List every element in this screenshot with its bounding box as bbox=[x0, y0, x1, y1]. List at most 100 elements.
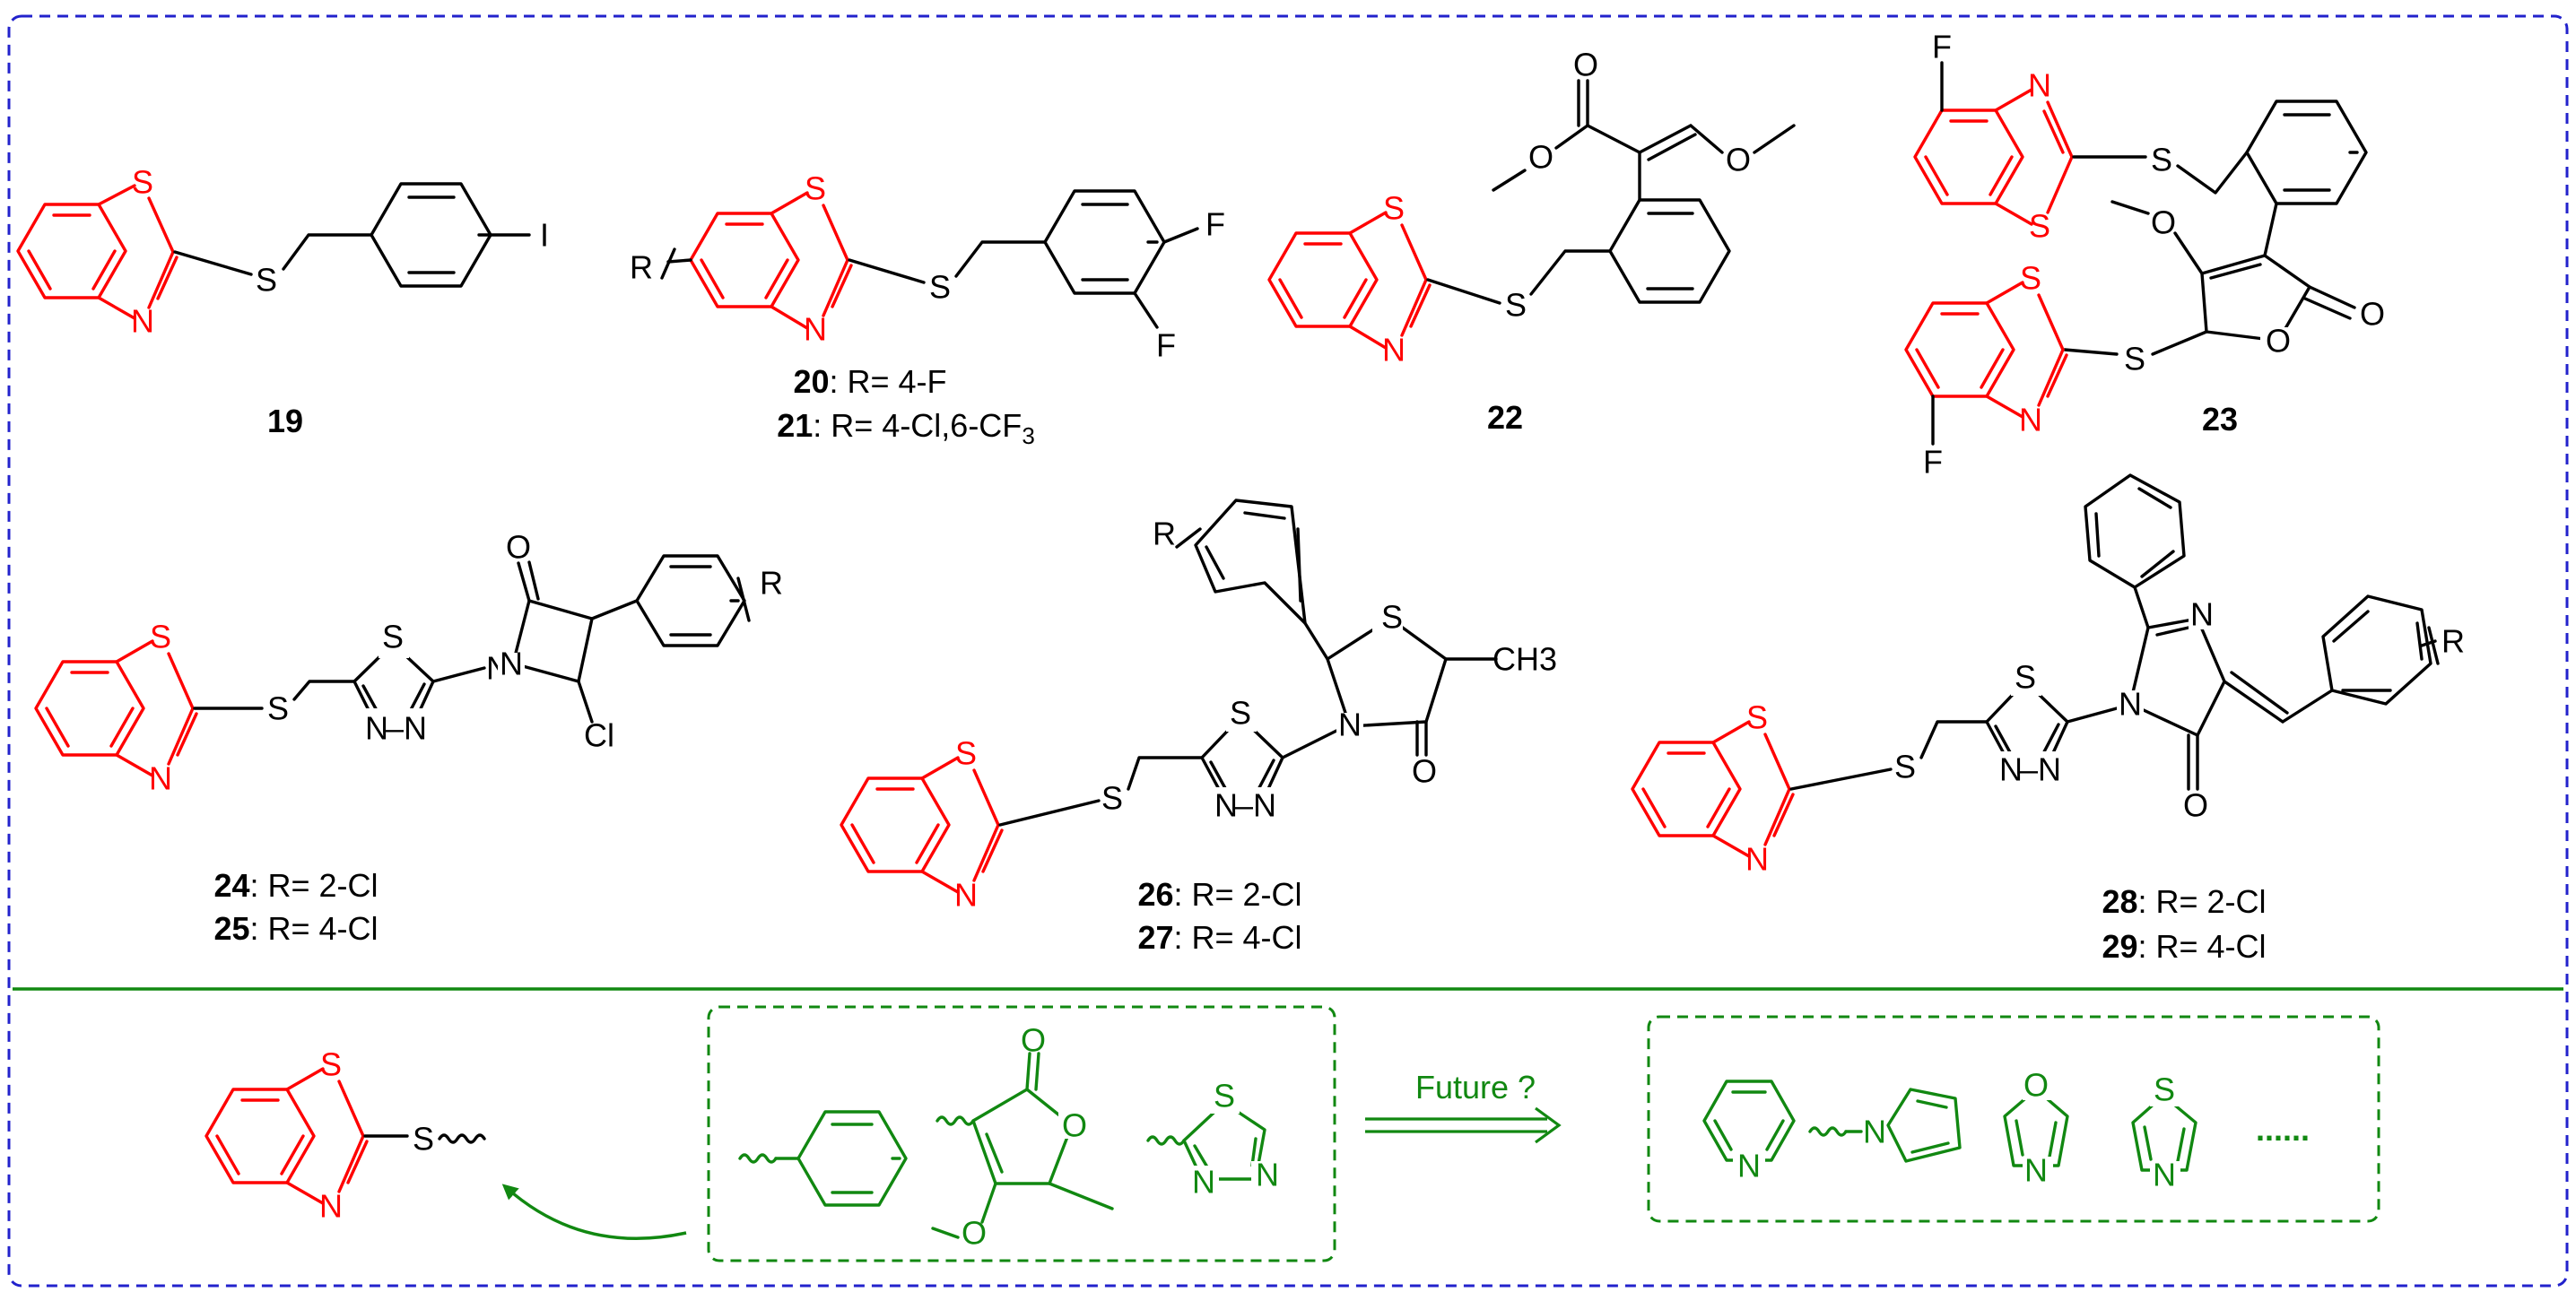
atom-n: N bbox=[1737, 1148, 1761, 1184]
compound-20-21: S N R S F F 20: R= 4-F 21: R= 4-Cl,6-CF3 bbox=[630, 170, 1225, 450]
compound-label-line1: 20: R= 4-F bbox=[793, 363, 946, 400]
atom-s: S bbox=[382, 619, 404, 655]
atom-s: S bbox=[2154, 1071, 2175, 1108]
atom-r: R bbox=[630, 249, 653, 286]
atom-n: N bbox=[500, 646, 523, 682]
atom-o: O bbox=[2360, 296, 2385, 333]
atom-f: F bbox=[1205, 206, 1225, 243]
atom-n: N bbox=[149, 760, 172, 797]
atom-n: N bbox=[1382, 332, 1405, 369]
svg-text:–: – bbox=[1235, 787, 1253, 824]
atom-n: N bbox=[404, 710, 427, 747]
atom-s: S bbox=[2124, 341, 2145, 377]
atom-s: S bbox=[1101, 780, 1123, 817]
atom-s: S bbox=[413, 1121, 434, 1158]
atom-o: O bbox=[2266, 323, 2291, 360]
svg-text:–: – bbox=[2020, 751, 2038, 788]
atom-n: N bbox=[2190, 596, 2214, 633]
atom-s: S bbox=[320, 1046, 342, 1083]
atom-s: S bbox=[2029, 208, 2050, 245]
atom-n: N bbox=[2024, 1152, 2048, 1189]
atom-o: O bbox=[2023, 1067, 2049, 1104]
atom-i: I bbox=[540, 217, 549, 254]
atom-s: S bbox=[256, 262, 277, 299]
atom-s: S bbox=[1746, 699, 1768, 736]
atom-s: S bbox=[2151, 142, 2172, 178]
atom-n: N bbox=[1214, 787, 1238, 824]
atom-s: S bbox=[267, 690, 289, 727]
benzothiazole-core: S N bbox=[16, 164, 178, 340]
atom-s: S bbox=[929, 269, 951, 306]
compound-label: 22 bbox=[1487, 399, 1523, 436]
atom-f: F bbox=[1156, 327, 1176, 364]
atom-n: N bbox=[2153, 1157, 2176, 1193]
atom-n: N bbox=[2028, 67, 2051, 104]
atom-cl: Cl bbox=[584, 717, 614, 754]
motif-thiazole: S N bbox=[2131, 1071, 2197, 1193]
atom-n: N bbox=[804, 311, 827, 348]
atom-n: N bbox=[1338, 707, 1362, 743]
atom-ch3: CH3 bbox=[1493, 641, 1557, 678]
atom-n: N bbox=[131, 303, 154, 340]
future-motifs-box bbox=[1647, 1015, 2380, 1223]
atom-o: O bbox=[1412, 753, 1437, 790]
motif-pyridine: N bbox=[1702, 1080, 1796, 1184]
atom-o: O bbox=[1726, 142, 1751, 178]
atom-n: N bbox=[1745, 841, 1769, 878]
atom-n: N bbox=[2119, 686, 2142, 723]
outer-frame bbox=[7, 14, 2569, 1288]
compound-24-25: S N S S N – N N N O Cl R 24: R= 2-Cl bbox=[34, 529, 783, 947]
motif-phenyl bbox=[738, 1110, 908, 1207]
atom-o: O bbox=[1062, 1107, 1087, 1144]
compound-label-line1: 24: R= 2-Cl bbox=[213, 867, 378, 904]
atom-n: N bbox=[1253, 787, 1276, 824]
atom-n: N bbox=[319, 1188, 343, 1225]
future-arrow-head bbox=[1535, 1106, 1562, 1144]
atom-r: R bbox=[2441, 623, 2465, 660]
atom-r: R bbox=[1153, 516, 1176, 552]
atom-s: S bbox=[805, 170, 826, 207]
atom-s: S bbox=[1230, 695, 1251, 732]
atom-s: S bbox=[150, 619, 171, 655]
atom-o: O bbox=[2183, 787, 2208, 824]
current-motifs-box bbox=[707, 1005, 1336, 1262]
atom-n: N bbox=[1999, 751, 2023, 788]
compound-19: S N S I 19 bbox=[16, 164, 549, 439]
atom-n: N bbox=[2019, 402, 2042, 438]
motif-furanone: O O O bbox=[931, 1022, 1114, 1252]
compound-label-line2: 21: R= 4-Cl,6-CF3 bbox=[777, 407, 1035, 449]
atom-s: S bbox=[1383, 190, 1405, 227]
atom-s: S bbox=[1505, 287, 1527, 324]
motif-pyrrole: N bbox=[1808, 1088, 1962, 1163]
atom-n: N bbox=[1192, 1164, 1215, 1201]
atom-n: N bbox=[1863, 1114, 1886, 1150]
atom-o: O bbox=[506, 529, 531, 566]
compound-label-line2: 25: R= 4-Cl bbox=[213, 910, 378, 947]
atom-n: N bbox=[954, 877, 978, 914]
compound-26-27: S N S S N – N N S O CH3 R 26: R= 2-Cl bbox=[840, 499, 1557, 956]
curved-arrow bbox=[501, 1184, 687, 1240]
more-ellipsis: ...... bbox=[2256, 1111, 2310, 1148]
compound-label: 23 bbox=[2202, 401, 2238, 438]
atom-o: O bbox=[1021, 1022, 1046, 1059]
svg-text:–: – bbox=[386, 710, 404, 747]
atom-o: O bbox=[2151, 204, 2176, 241]
atom-n: N bbox=[1256, 1157, 1279, 1193]
atom-o: O bbox=[962, 1215, 987, 1252]
compound-28-29: S N S S N – N N N O R bbox=[1631, 473, 2465, 965]
atom-o: O bbox=[1528, 139, 1553, 176]
atom-s: S bbox=[955, 735, 977, 772]
benzothiazole-thio-core: S N S bbox=[205, 1046, 486, 1225]
compound-label-line1: 26: R= 2-Cl bbox=[1137, 876, 1301, 913]
compound-label: 19 bbox=[267, 403, 303, 439]
atom-s: S bbox=[132, 164, 153, 201]
atom-s: S bbox=[1894, 749, 1916, 785]
atom-s: S bbox=[1214, 1078, 1235, 1115]
atom-s: S bbox=[1381, 599, 1403, 636]
motif-oxazole: O N bbox=[2003, 1067, 2069, 1189]
atom-n: N bbox=[365, 710, 388, 747]
motif-thiadiazole: S N N bbox=[1146, 1078, 1282, 1201]
compound-23: N S F S O O O S S N bbox=[1904, 29, 2385, 481]
atom-f: F bbox=[1923, 444, 1943, 481]
